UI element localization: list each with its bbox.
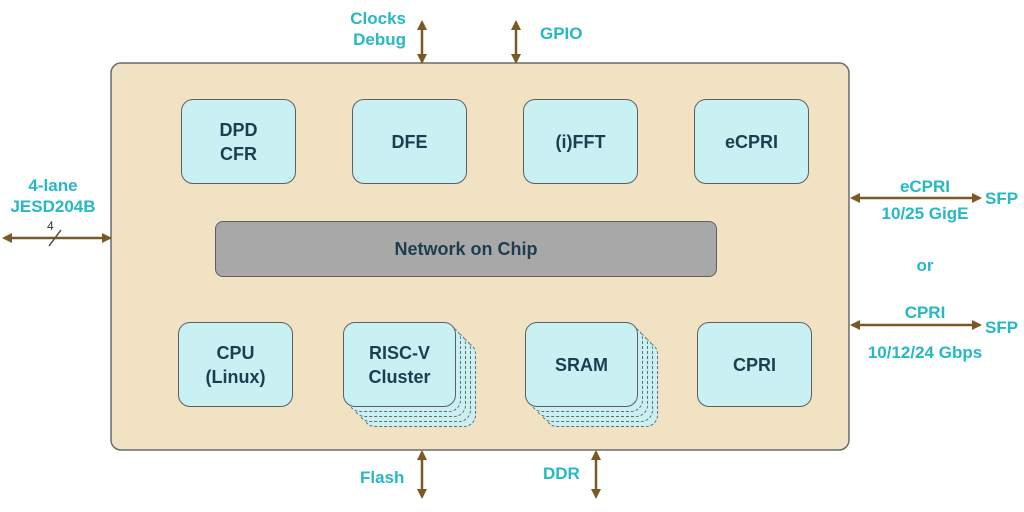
clocks-label: Clocks [350,9,406,28]
riscv-cluster-block: RISC-V Cluster [343,322,456,407]
cpri-block: CPRI [697,322,812,407]
ecpri-link-label: eCPRI [899,177,951,196]
or-label: or [916,256,934,275]
cpri-link-label: CPRI [904,303,946,322]
jesd-label: 4-lane JESD204B [0,175,106,217]
riscv-label: RISC-V [368,342,430,363]
sram-block: SRAM [525,322,638,407]
flash-label: Flash [360,468,405,487]
cluster-label: Cluster [368,366,431,387]
ifft-block: (i)FFT [523,99,638,184]
lane-label: 4-lane [28,176,78,195]
gpio-label: GPIO [540,24,583,43]
sfp-label-2: SFP [985,318,1019,337]
linux-label: (Linux) [205,366,266,387]
cpu-block: CPU (Linux) [178,322,293,407]
sfp-label-1: SFP [985,189,1019,208]
debug-label: Debug [353,30,406,49]
network-on-chip-bar: Network on Chip [215,221,717,277]
dpd-cfr-block: DPD CFR [181,99,296,184]
dpd-label: DPD [219,119,258,140]
bus-width-slash [48,229,62,247]
dfe-block: DFE [352,99,467,184]
jesd204b-label: JESD204B [10,197,96,216]
ecpri-block: eCPRI [694,99,809,184]
bus-width-label: 4 [47,219,54,233]
ecpri-rate-label: 10/25 GigE [881,204,969,223]
cpri-rate-label: 10/12/24 Gbps [867,343,983,362]
cpu-label: CPU [216,342,255,363]
ddr-label: DDR [543,464,580,483]
cfr-label: CFR [219,143,257,164]
clocks-debug-label: Clocks Debug [330,8,406,50]
